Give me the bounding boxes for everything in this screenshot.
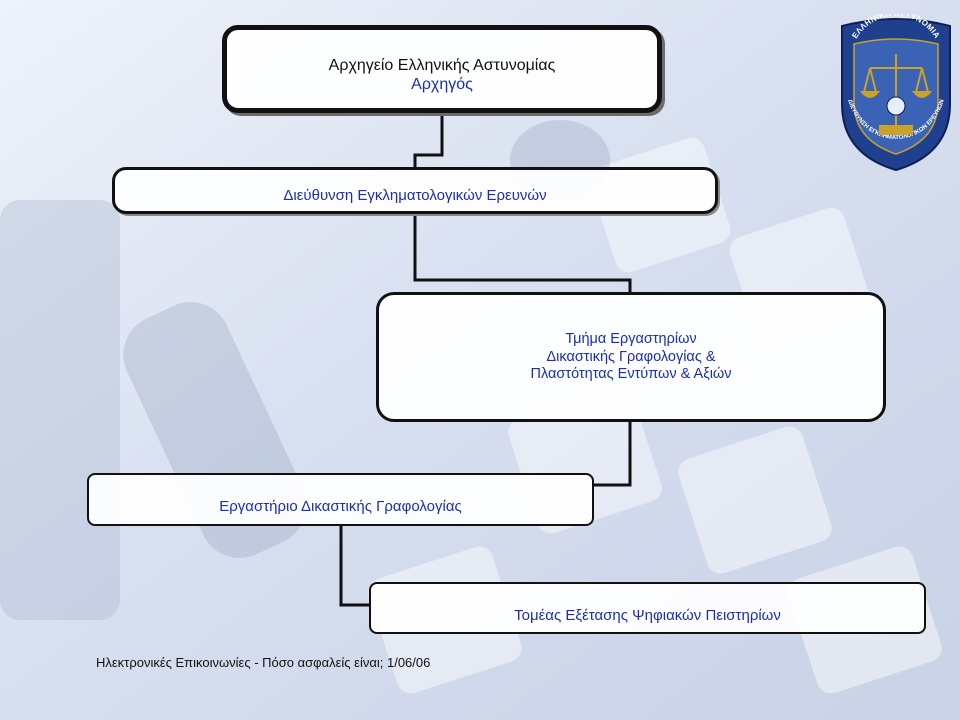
hellenic-police-emblem: ΕΛΛΗΝΙΚΗ ΑΣΤΥΝΟΜΙΑ ΔΙΕΥΘΥΝΣΗ ΕΓΚΛΗΜΑΤΟΛΟ… — [841, 14, 951, 172]
chief-box: Αρχηγείο Ελληνικής Αστυνομίας Αρχηγός — [222, 25, 662, 113]
scales-of-justice-icon — [859, 54, 933, 135]
microscope-icon — [886, 96, 906, 116]
sector-box: Τομέας Εξέτασης Ψηφιακών Πειστηρίων — [369, 582, 926, 634]
connector-directorate-department — [413, 214, 632, 292]
footer-text: Ηλεκτρονικές Επικοινωνίες - Πόσο ασφαλεί… — [96, 655, 431, 670]
connector-laboratory-sector — [339, 526, 369, 607]
connector-department-laboratory — [594, 422, 632, 487]
department-line-1: Τμήμα Εργαστηρίων — [565, 331, 697, 347]
connector-chief-directorate — [413, 113, 444, 167]
directorate-box: Διεύθυνση Εγκληματολογικών Ερευνών — [112, 167, 718, 214]
department-box: Τμήμα Εργαστηρίων Δικαστικής Γραφολογίας… — [376, 292, 886, 422]
directorate-label: Διεύθυνση Εγκληματολογικών Ερευνών — [283, 187, 547, 204]
chief-title: Αρχηγείο Ελληνικής Αστυνομίας — [328, 57, 556, 74]
sector-label: Τομέας Εξέτασης Ψηφιακών Πειστηρίων — [514, 607, 781, 624]
department-line-2: Δικαστικής Γραφολογίας & — [546, 348, 716, 365]
department-line-3: Πλαστότητας Εντύπων & Αξιών — [530, 366, 732, 382]
laboratory-box: Εργαστήριο Δικαστικής Γραφολογίας — [87, 473, 594, 526]
laboratory-label: Εργαστήριο Δικαστικής Γραφολογίας — [219, 498, 462, 515]
chief-subtitle: Αρχηγός — [411, 76, 473, 93]
